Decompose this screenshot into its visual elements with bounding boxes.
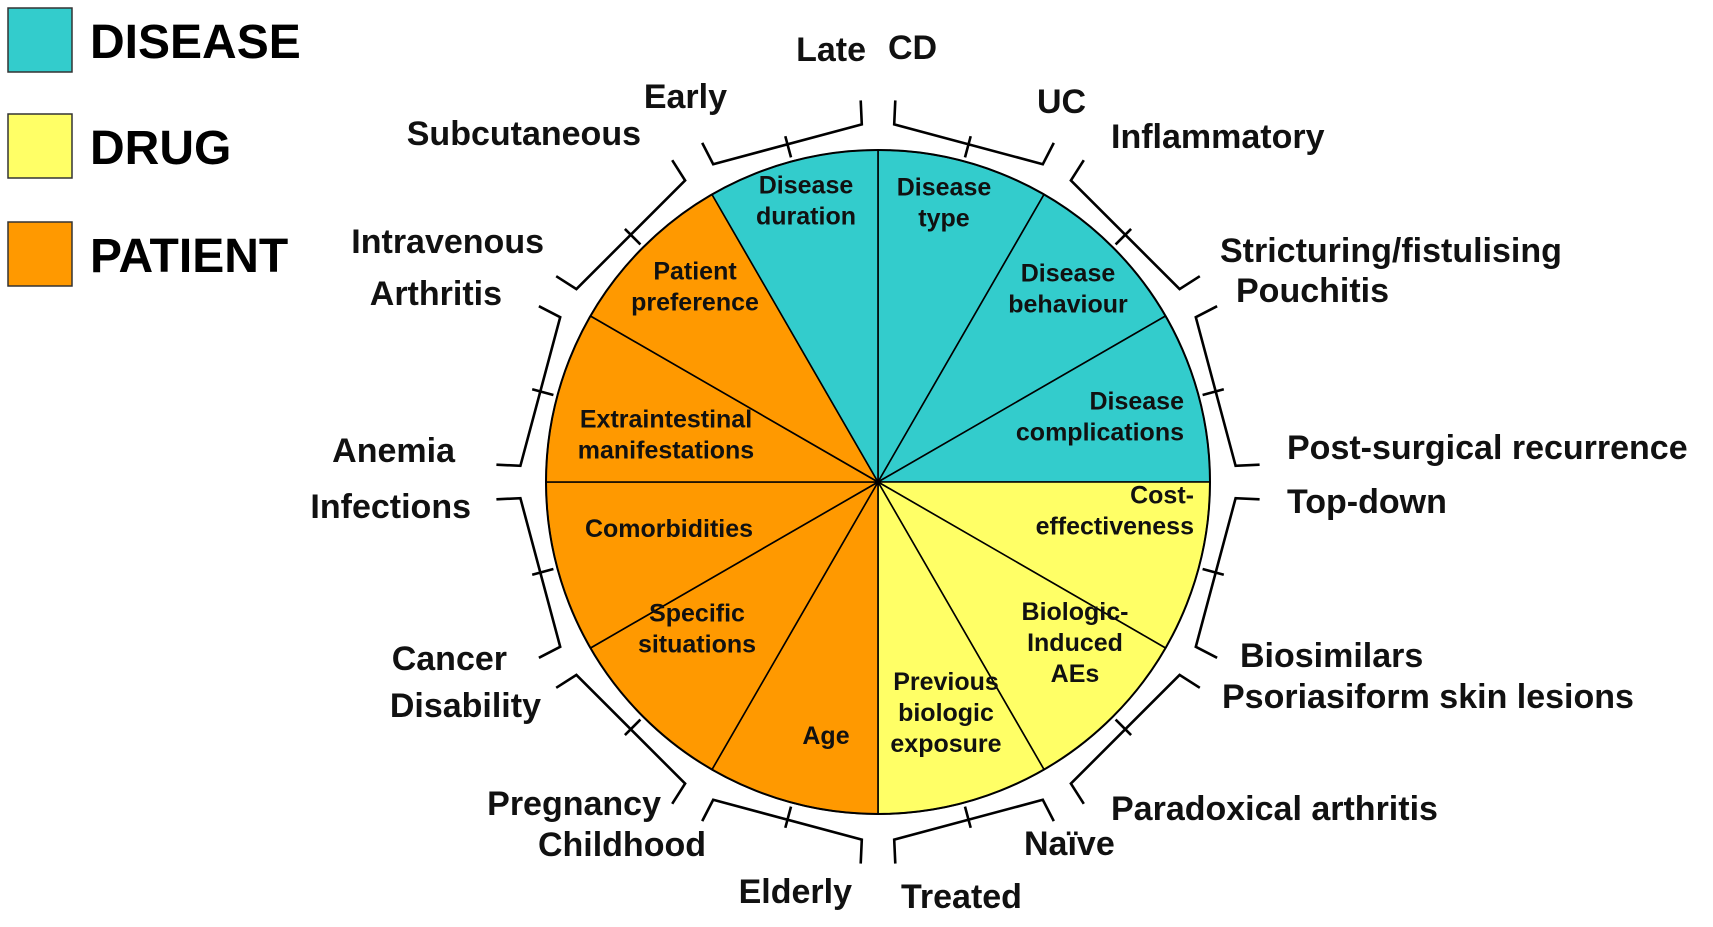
option-label-elderly: Elderly <box>739 873 852 911</box>
segment-label-comorbidities: Comorbidities <box>585 515 753 543</box>
option-label-late: Late <box>796 31 866 69</box>
legend-swatch-drug <box>7 113 73 179</box>
option-label-treated: Treated <box>901 878 1022 916</box>
option-label-subcutaneous: Subcutaneous <box>407 115 641 153</box>
option-label-post-surgical-recurrence: Post-surgical recurrence <box>1287 429 1688 467</box>
bracket-biologic-induced-aes <box>1069 673 1201 805</box>
bracket-extraintestinal-manifestations <box>496 305 562 468</box>
option-label-early: Early <box>644 78 727 116</box>
option-label-paradoxical-arthritis: Paradoxical arthritis <box>1111 790 1438 828</box>
option-label-biosimilars: Biosimilars <box>1240 637 1423 675</box>
option-label-uc: UC <box>1037 83 1086 121</box>
bracket-comorbidities <box>496 496 562 659</box>
bracket-age <box>701 798 864 864</box>
legend-label-disease: DISEASE <box>90 16 301 69</box>
option-label-psoriasiform-skin-lesions: Psoriasiform skin lesions <box>1222 678 1634 716</box>
option-brackets <box>496 100 1260 864</box>
wheel-outline <box>545 149 1211 815</box>
option-label-arthritis: Arthritis <box>370 275 502 313</box>
wheel <box>545 149 1211 815</box>
segment-label-age: Age <box>802 722 849 750</box>
option-label-intravenous: Intravenous <box>351 223 544 261</box>
option-labels: CDUCInflammatoryStricturing/fistulisingP… <box>310 29 1687 916</box>
legend-label-drug: DRUG <box>90 122 231 175</box>
option-label-cd: CD <box>888 29 937 67</box>
segment-label-cost-effectiveness: Cost-effectiveness <box>1036 482 1194 541</box>
option-label-na-ve: Naïve <box>1024 825 1115 863</box>
legend: DISEASE DRUG PATIENT <box>7 7 301 287</box>
bracket-disease-complications <box>1194 305 1260 468</box>
legend-label-patient: PATIENT <box>90 230 288 283</box>
bracket-disease-type <box>892 100 1055 166</box>
option-label-anemia: Anemia <box>332 432 456 470</box>
option-label-infections: Infections <box>310 488 471 526</box>
option-label-inflammatory: Inflammatory <box>1111 118 1325 156</box>
bracket-cost-effectiveness <box>1194 496 1260 659</box>
bracket-disease-duration <box>701 100 864 166</box>
option-label-disability: Disability <box>390 687 541 725</box>
legend-swatch-patient <box>7 221 73 287</box>
option-label-childhood: Childhood <box>538 826 706 864</box>
bracket-specific-situations <box>555 673 687 805</box>
option-label-cancer: Cancer <box>392 640 507 678</box>
bracket-disease-behaviour <box>1069 159 1201 291</box>
option-label-pregnancy: Pregnancy <box>487 785 661 823</box>
option-label-pouchitis: Pouchitis <box>1236 272 1389 310</box>
option-label-top-down: Top-down <box>1287 483 1447 521</box>
legend-swatch-disease <box>7 7 73 73</box>
bracket-previous-biologic-exposure <box>892 798 1055 864</box>
bracket-patient-preference <box>555 159 687 291</box>
option-label-stricturing-fistulising: Stricturing/fistulising <box>1220 232 1562 270</box>
